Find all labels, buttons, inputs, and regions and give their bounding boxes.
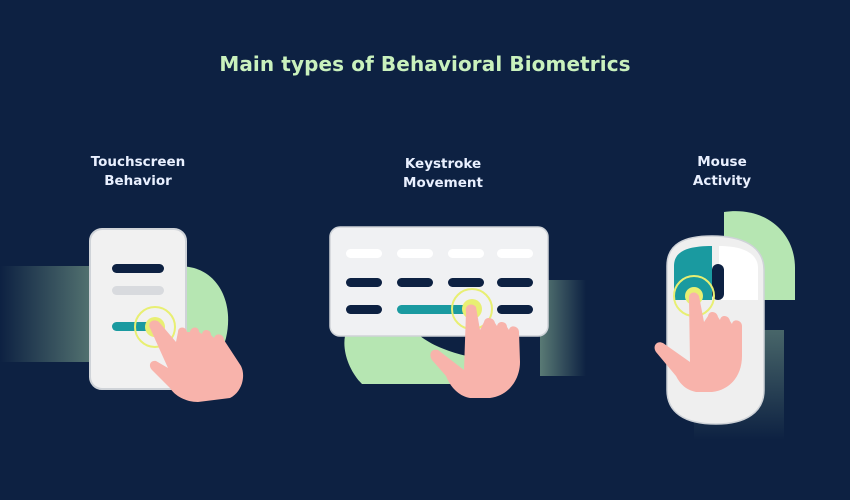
keystroke-label: Keystroke Movement <box>403 156 483 191</box>
mouse-hand <box>654 292 742 392</box>
key <box>397 278 433 287</box>
key <box>397 249 433 258</box>
keyboard-hand-icon <box>329 226 586 398</box>
mouse-wheel <box>712 264 724 300</box>
key <box>497 249 533 258</box>
touch-hand <box>149 320 244 402</box>
touch-glow <box>0 266 100 362</box>
key <box>346 305 382 314</box>
key <box>346 249 382 258</box>
phone-line-light <box>112 286 164 295</box>
touchscreen-hand-icon <box>0 228 244 402</box>
key <box>448 278 484 287</box>
keyboard-body <box>329 226 549 337</box>
key <box>497 278 533 287</box>
spacebar <box>397 305 481 314</box>
key <box>448 249 484 258</box>
phone-line-dark <box>112 264 164 273</box>
mouse-label: Mouse Activity <box>692 154 752 189</box>
keystroke-hand <box>430 304 520 398</box>
key <box>497 305 533 314</box>
mouse-hand-icon <box>654 211 795 440</box>
mouse-right-button <box>719 246 758 300</box>
touchscreen-label: Touchscreen Behavior <box>90 154 186 189</box>
page-title: Main types of Behavioral Biometrics <box>219 52 631 76</box>
touch-ring <box>134 306 176 348</box>
key <box>346 278 382 287</box>
mouse-left-button <box>674 246 712 300</box>
